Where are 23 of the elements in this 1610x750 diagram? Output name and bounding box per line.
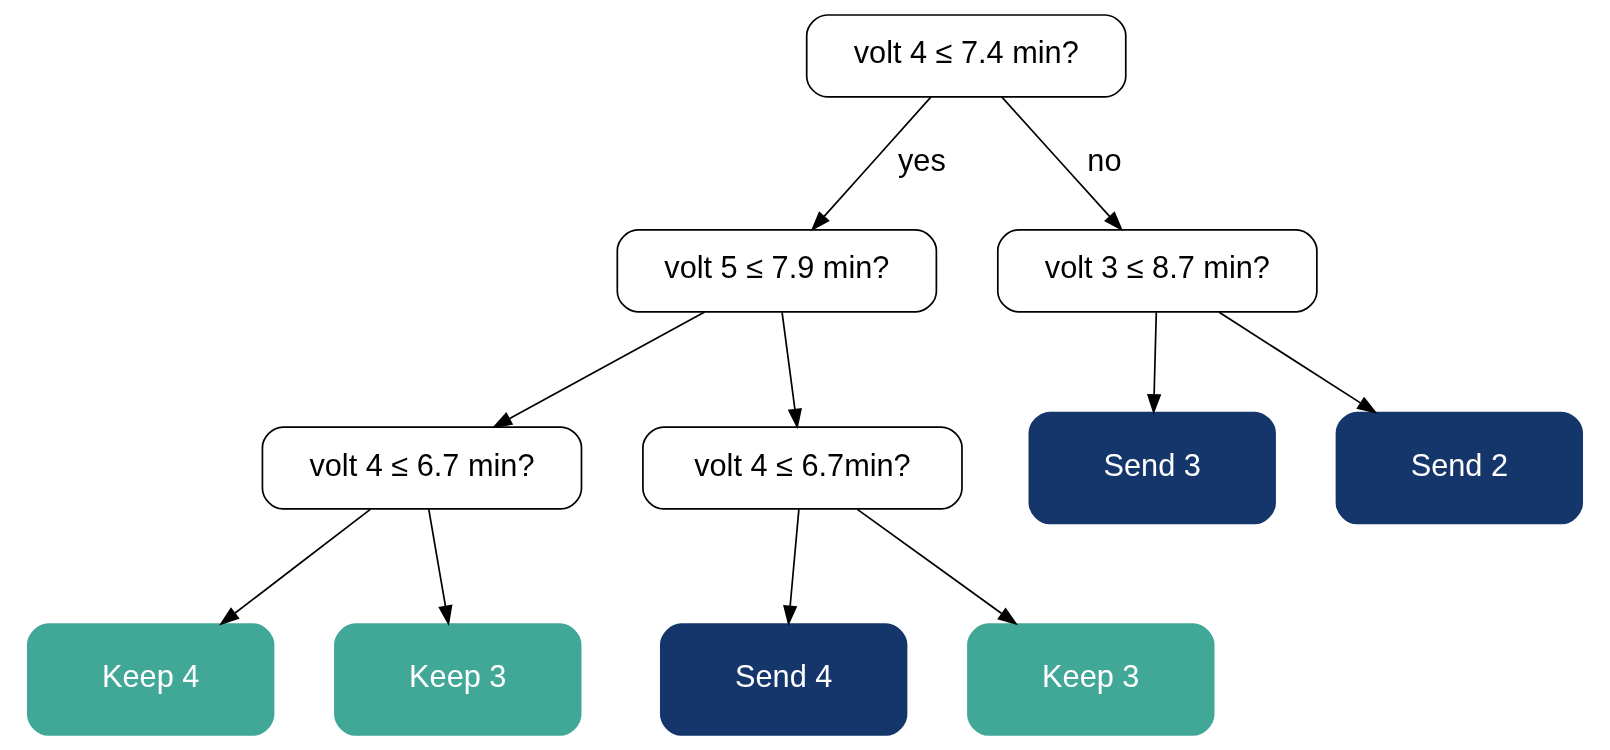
arrow xyxy=(1000,96,1124,232)
node-box: Keep 4 xyxy=(26,623,275,736)
arrow xyxy=(1146,311,1162,415)
edge-label: yes xyxy=(897,142,946,178)
edge-label: no xyxy=(1087,142,1122,178)
arrow xyxy=(783,508,800,626)
node-box: volt 3 ≤ 8.7 min? xyxy=(996,229,1318,313)
node-box: volt 4 ≤ 6.7min? xyxy=(642,426,963,510)
node-box: Send 4 xyxy=(659,623,908,736)
arrow xyxy=(427,508,453,626)
arrow xyxy=(219,508,372,626)
arrow xyxy=(810,96,932,232)
node-box: volt 4 ≤ 6.7 min? xyxy=(261,426,583,510)
arrow xyxy=(1218,311,1378,414)
node-box: Send 3 xyxy=(1028,411,1276,525)
arrow xyxy=(491,311,706,429)
arrow xyxy=(856,508,1018,626)
node-box: Keep 3 xyxy=(334,623,582,736)
arrow xyxy=(781,311,802,430)
node-box: Keep 3 xyxy=(967,623,1215,736)
node-box: Send 2 xyxy=(1335,411,1584,525)
node-box: volt 5 ≤ 7.9 min? xyxy=(616,229,938,313)
node-box: volt 4 ≤ 7.4 min? xyxy=(805,14,1127,98)
